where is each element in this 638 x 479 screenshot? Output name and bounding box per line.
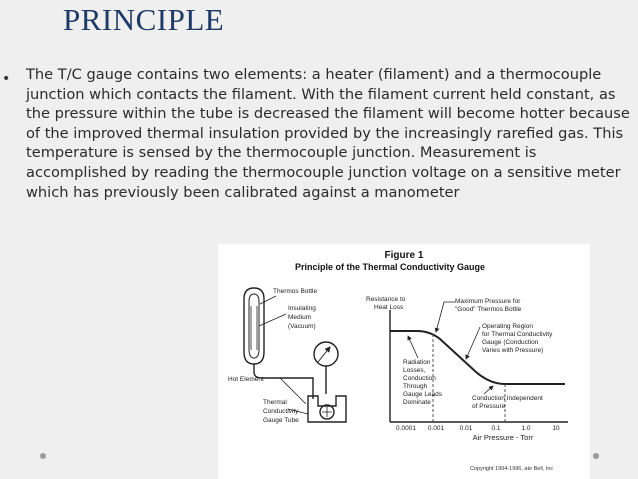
label-tube-2: Conductivity — [263, 408, 299, 415]
annot-ind-2: of Pressure — [472, 403, 506, 410]
x-tick-label: 0.001 — [428, 425, 445, 432]
annot-rad-6: Dominate — [403, 399, 431, 406]
chart-xlabel: Air Pressure - Torr — [473, 433, 534, 442]
figure-copyright: Copyright 1994-1996, ate Bell, Inc — [470, 466, 553, 472]
label-insulating-1: Insulating — [288, 305, 316, 312]
annot-max-1: Maximum Pressure for — [455, 298, 521, 305]
annot-rad-3: Conduction — [403, 375, 436, 382]
annot-op-4: Varies with Pressure) — [482, 347, 543, 354]
label-insulating-3: (Vacuum) — [288, 323, 316, 330]
annot-ind-1: Conduction Independent — [472, 395, 543, 402]
figure-heading: Figure 1 — [385, 250, 424, 261]
annot-rad-2: Losses, — [403, 367, 426, 374]
label-insulating-2: Medium — [288, 314, 311, 321]
label-thermos-bottle: Thermos Bottle — [273, 288, 317, 295]
x-tick-label: 1.0 — [521, 425, 530, 432]
decorative-dot-right — [593, 453, 599, 459]
bullet-marker: • — [2, 71, 11, 87]
annot-rad-1: Radiation — [403, 359, 431, 366]
bullet-text: The T/C gauge contains two elements: a h… — [26, 66, 630, 201]
label-tube-3: Gauge Tube — [263, 417, 299, 424]
figure-svg: Figure 1 Principle of the Thermal Conduc… — [228, 250, 568, 472]
label-hot-element: Hot Element — [228, 376, 264, 383]
chart-ylabel-2: Heat Loss — [374, 304, 404, 311]
annot-op-2: for Thermal Conductivity — [482, 331, 553, 338]
x-tick-label: 10 — [552, 425, 560, 432]
gauge-illustration — [243, 287, 347, 423]
x-tick-label: 0.01 — [460, 425, 473, 432]
x-tick-label: 0.1 — [491, 425, 500, 432]
annot-max-2: "Good" Thermos Bottle — [455, 306, 522, 313]
annot-op-1: Operating Region — [482, 323, 533, 330]
decorative-dot-left — [40, 453, 46, 459]
chart-curve — [390, 330, 565, 385]
resistance-chart: Resistance to Heat Loss Maximum Pressure… — [366, 296, 568, 442]
slide-title: PRINCIPLE — [63, 2, 225, 37]
chart-ylabel-1: Resistance to — [366, 296, 406, 303]
figure-subheading: Principle of the Thermal Conductivity Ga… — [295, 262, 485, 272]
annot-rad-4: Through — [403, 383, 428, 390]
chart-x-ticks: 0.0001 0.001 0.01 0.1 1.0 10 — [396, 425, 560, 432]
x-tick-label: 0.0001 — [396, 425, 416, 432]
annot-rad-5: Gauge Leads — [403, 391, 443, 398]
label-tube-1: Thermal — [263, 399, 287, 406]
figure-thermal-conductivity-gauge: Figure 1 Principle of the Thermal Conduc… — [218, 244, 590, 479]
annot-op-3: Gauge (Conduction — [482, 339, 539, 346]
